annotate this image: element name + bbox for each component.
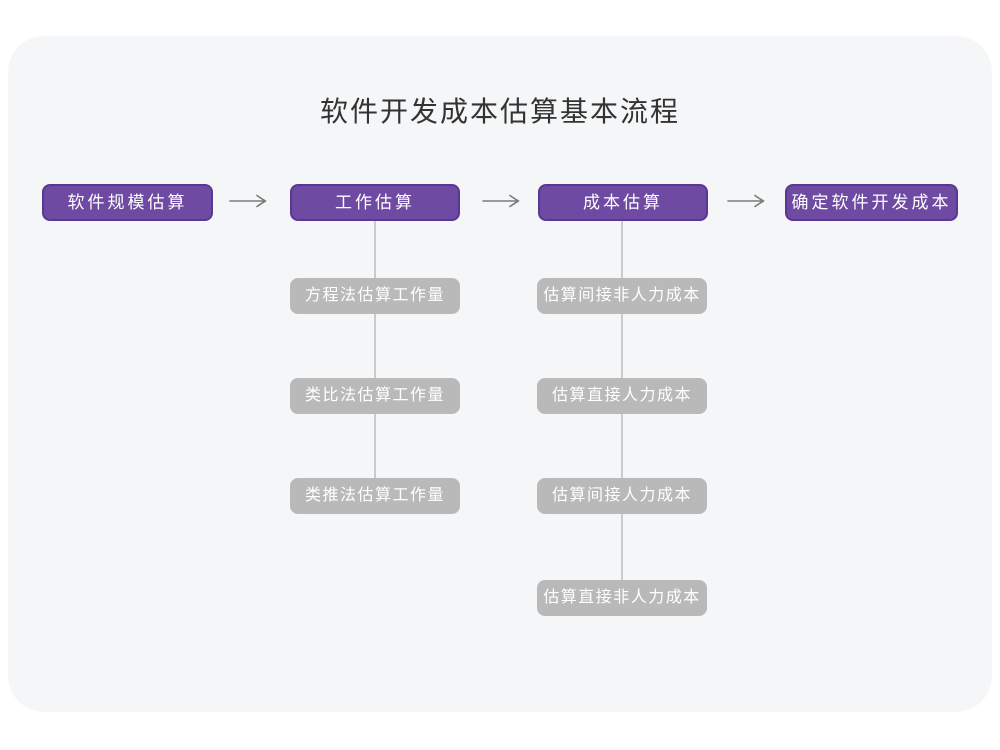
flow-node-final-development-cost: 确定软件开发成本 bbox=[785, 184, 958, 221]
page-title: 软件开发成本估算基本流程 bbox=[319, 96, 680, 127]
flow-subnode-direct-non-labor-cost: 估算直接非人力成本 bbox=[537, 580, 707, 616]
flow-subnode-analogy-method: 类比法估算工作量 bbox=[290, 378, 460, 414]
right-arrow-icon bbox=[229, 194, 267, 208]
right-arrow-icon bbox=[482, 194, 520, 208]
connector-line-effort-column bbox=[374, 221, 376, 497]
flow-subnode-extrapolation-method: 类推法估算工作量 bbox=[290, 478, 460, 514]
right-arrow-icon bbox=[727, 194, 765, 208]
flow-subnode-direct-labor-cost: 估算直接人力成本 bbox=[537, 378, 707, 414]
diagram-card bbox=[8, 36, 992, 712]
flow-subnode-indirect-labor-cost: 估算间接人力成本 bbox=[537, 478, 707, 514]
flow-subnode-indirect-non-labor-cost: 估算间接非人力成本 bbox=[537, 278, 707, 314]
flow-node-scale-estimation: 软件规模估算 bbox=[42, 184, 213, 221]
flow-subnode-equation-method: 方程法估算工作量 bbox=[290, 278, 460, 314]
flow-node-cost-estimation: 成本估算 bbox=[538, 184, 708, 221]
flow-node-effort-estimation: 工作估算 bbox=[290, 184, 460, 221]
